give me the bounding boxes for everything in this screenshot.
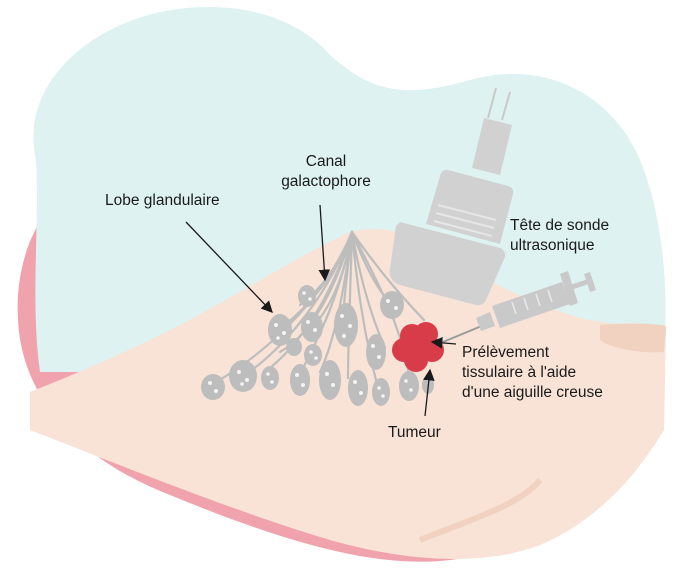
canal-arrow (318, 204, 331, 282)
biopsy-arrow (430, 337, 457, 349)
tumor-arrow (423, 368, 435, 417)
probe-label-line1: Tête de sonde (510, 217, 610, 234)
ultrasound-probe-icon (389, 87, 514, 306)
breast-fold (418, 478, 543, 543)
probe-label-line2: ultrasonique (510, 237, 595, 254)
canal-label-line2: galactophore (281, 173, 371, 190)
lobe-arrow (185, 221, 273, 313)
lobe-glandulaire-label: Lobe glandulaire (105, 192, 220, 209)
biopsy-label-line2: tissulaire à l'aide (462, 364, 577, 381)
biopsy-label-line3: d'une aiguille creuse (462, 384, 603, 401)
nipple-shape (600, 323, 666, 353)
canal-label-line1: Canal (305, 153, 347, 170)
gland-lobules (201, 285, 434, 406)
syringe-icon (442, 271, 596, 343)
tumeur-label: Tumeur (388, 424, 441, 441)
biopsy-label-line1: Prélèvement (462, 344, 550, 361)
leader-arrows (185, 204, 457, 417)
probe-head-label: Tête de sonde ultrasonique (510, 216, 609, 256)
lobule-dots (208, 291, 413, 398)
canal-galactophore-label: Canal galactophore (262, 152, 390, 192)
biopsy-label: Prélèvement tissulaire à l'aide d'une ai… (462, 343, 603, 403)
